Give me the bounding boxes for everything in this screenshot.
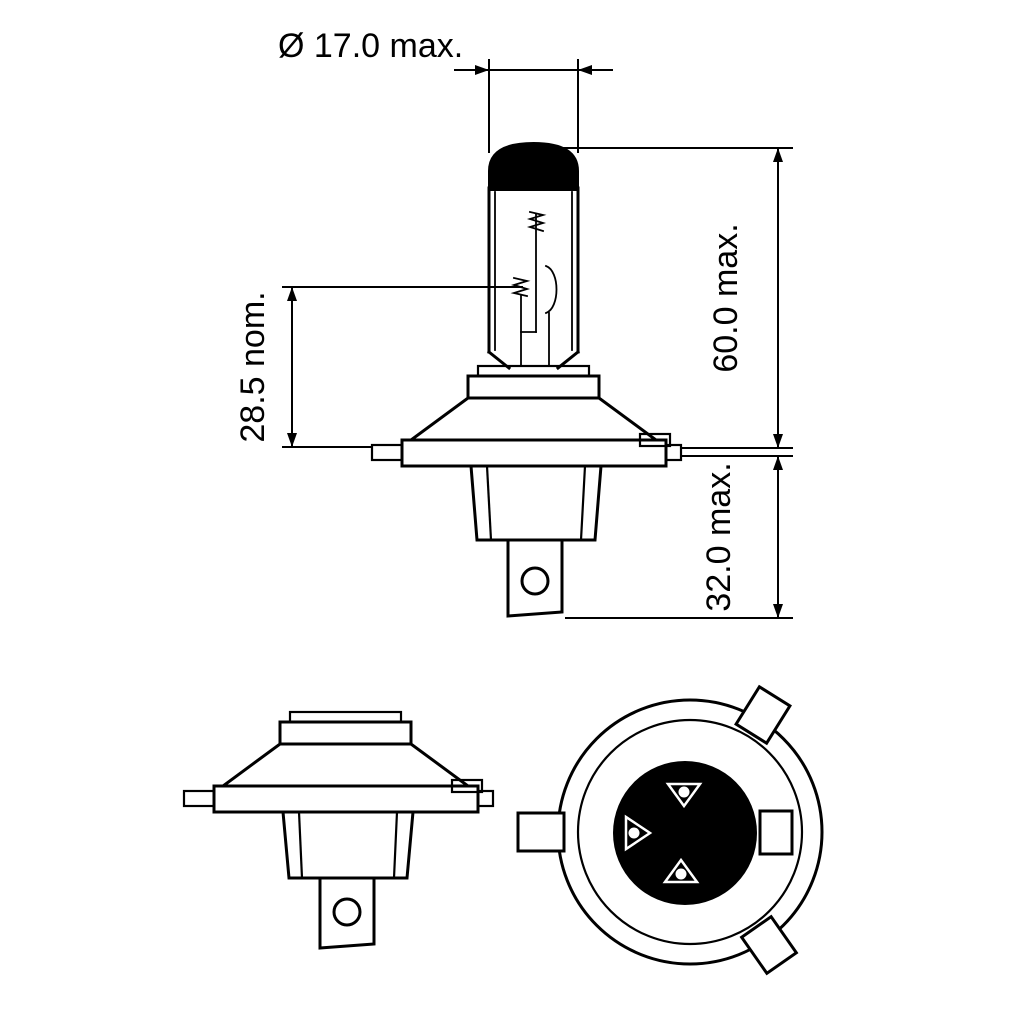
flange-tab-left [370,443,404,462]
flange-tab-right [476,789,495,808]
contact-lug-hole [520,566,550,596]
base-inner-right [579,464,587,542]
terminal-bottom-hole [675,868,687,880]
side-view [182,710,495,950]
terminal-top-hole [678,786,690,798]
diameter-label: Ø 17.0 max. [278,27,463,65]
rear-view [516,684,824,976]
base-body [281,810,415,880]
arrowhead [773,604,783,618]
filament-assembly [510,210,558,367]
light-center-label: 28.5 nom. [234,291,272,442]
arrowhead [287,433,297,447]
dimension-base-length: 32.0 max. [565,455,793,619]
dimension-overall-length: 60.0 max. [544,147,793,449]
base-length-label: 32.0 max. [700,462,738,611]
mounting-flange [212,784,480,814]
collar-ring [466,374,601,400]
collar-ring [278,720,413,746]
base-skirt [406,396,661,442]
terminal-left-hole [628,827,640,839]
base-inner-left [485,464,493,542]
locating-tab-bottom [739,914,799,976]
high-beam-filament-coil [526,210,547,233]
front-view [370,141,683,618]
contact-lug [318,876,376,950]
base-body [469,464,603,542]
base-inner-left [297,810,304,880]
arrowhead [773,456,783,470]
locating-tab-top [734,684,792,746]
arrowhead [475,65,489,75]
overall-length-label: 60.0 max. [707,223,745,372]
flange-tab-left [182,789,216,808]
bulb-black-tip [488,141,579,191]
mounting-flange [400,438,668,468]
arrowhead [773,148,783,162]
arrowhead [773,434,783,448]
beam-shield [544,264,558,315]
base-inner-right [392,810,399,880]
contact-lug [506,538,564,618]
flange-tab-right [664,443,683,462]
arrowhead [287,287,297,301]
dimension-diameter: Ø 17.0 max. [278,27,613,153]
base-skirt [218,742,473,788]
flange-inner-circle [576,718,804,946]
terminal-contacts [624,782,703,884]
dimension-light-center: 28.5 nom. [234,286,523,448]
keying-notch [758,809,794,856]
arrowhead [578,65,592,75]
locating-tab-left [516,811,566,853]
base-cavity-disc [613,761,757,905]
contact-lug-hole [332,897,362,927]
